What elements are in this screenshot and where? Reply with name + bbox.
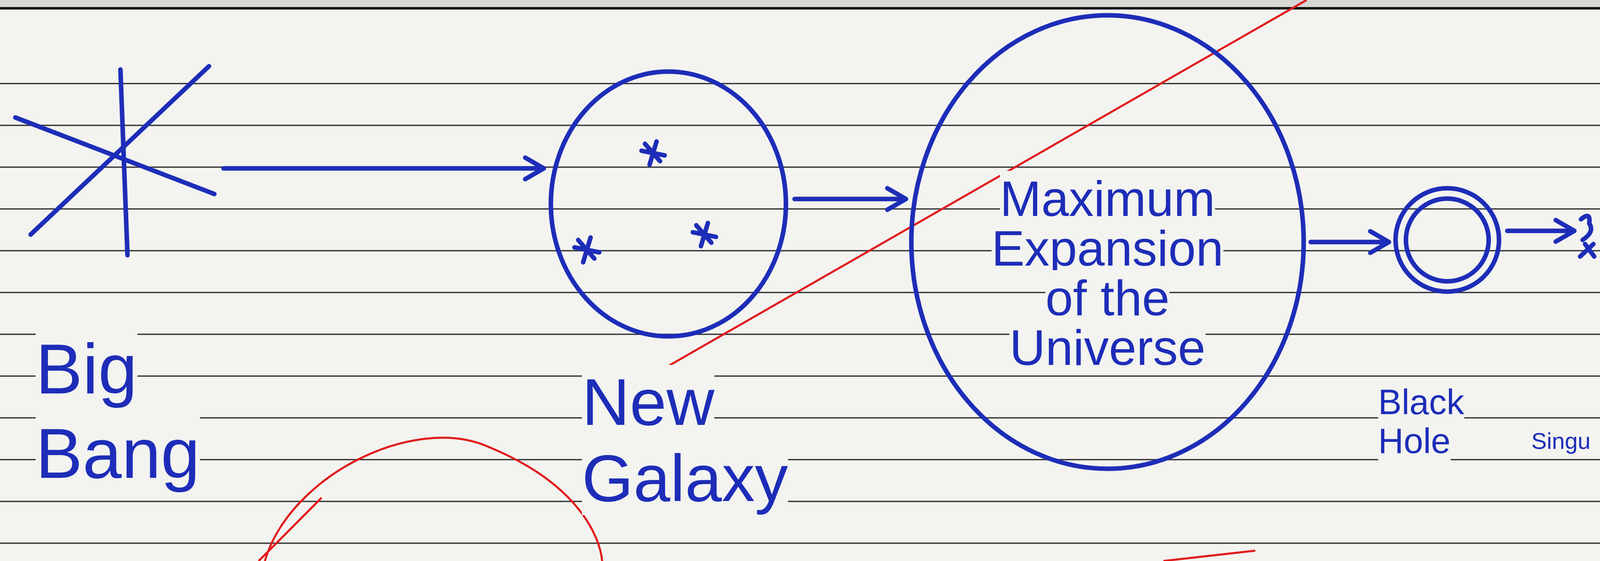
galaxy-outline xyxy=(550,71,786,337)
node-label: Singu xyxy=(1531,427,1591,455)
star-mark xyxy=(574,237,600,263)
label-block: Big Bang xyxy=(35,326,220,496)
diagram-node: Black Hole xyxy=(1378,182,1504,462)
universe-outline xyxy=(911,15,1304,469)
flow-arrow xyxy=(1507,220,1575,242)
diagram-node: New Galaxy xyxy=(546,66,791,519)
red-arc xyxy=(264,437,603,561)
star-mark xyxy=(692,223,716,247)
diagram-node: Big Bang xyxy=(12,62,220,498)
scribble-mark xyxy=(1580,216,1595,257)
burst-lines xyxy=(15,66,215,256)
label-block: New Galaxy xyxy=(581,364,791,517)
red-strike-line xyxy=(612,0,1307,399)
label-block: Black Hole xyxy=(1378,382,1503,461)
singularity-mark xyxy=(1576,194,1598,290)
burst-symbol xyxy=(12,62,220,261)
node-label: Maximum Expansion of the Universe xyxy=(991,170,1224,376)
flow-arrow xyxy=(223,157,544,180)
flow-arrow xyxy=(794,188,906,210)
paper-top-rule xyxy=(0,7,1600,10)
label-block: Maximum Expansion of the Universe xyxy=(975,173,1240,373)
label-block: Singu xyxy=(1531,428,1591,455)
red-arc-stroke xyxy=(258,497,322,561)
node-label: Big Bang xyxy=(35,329,200,493)
diagram-node: Singu xyxy=(1527,194,1598,456)
red-mark xyxy=(1163,550,1256,561)
star-mark xyxy=(641,141,665,165)
outer-ring xyxy=(1395,188,1500,292)
inner-ring xyxy=(1405,198,1489,282)
node-label: New Galaxy xyxy=(581,365,788,516)
ruled-lines xyxy=(0,83,1600,544)
paper-edge xyxy=(0,0,1600,9)
galaxy-circle xyxy=(546,66,791,342)
diagram-node: Maximum Expansion of the Universe xyxy=(908,12,1307,472)
flow-arrow xyxy=(1310,231,1389,253)
node-label: Black Hole xyxy=(1378,382,1465,461)
black-hole-ring xyxy=(1391,184,1504,296)
